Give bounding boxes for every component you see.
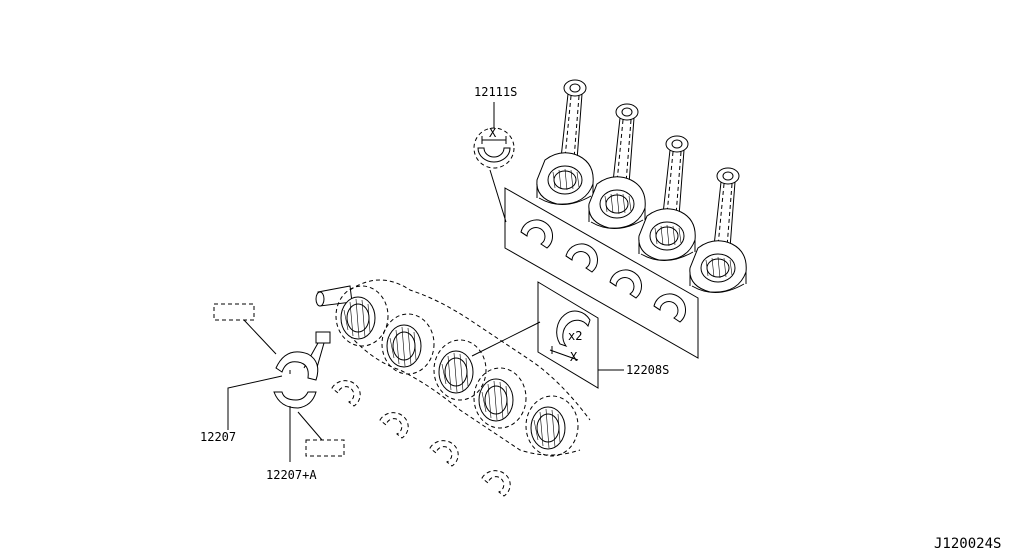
crank-journal-3 <box>433 339 487 401</box>
crank-journal-4 <box>473 367 527 429</box>
label-12207a: 12207+A <box>266 468 317 482</box>
rod-bearing-panel <box>504 187 699 359</box>
label-12207: 12207 <box>200 430 236 444</box>
rod-bearing-shell-4 <box>653 293 687 323</box>
x-mark-top: X <box>489 126 497 140</box>
crankshaft <box>315 279 591 457</box>
rod-bearing-shell-3 <box>609 269 643 299</box>
label-12208s: 12208S <box>626 363 669 377</box>
label-box-small <box>315 331 331 344</box>
rod-bearing-shell-1 <box>520 219 554 249</box>
label-box-bottom <box>305 439 345 457</box>
label-box-top <box>213 303 255 321</box>
drawing-id: J120024S <box>934 536 1001 552</box>
connecting-rod-3 <box>638 135 696 262</box>
x-mark-bearing: X <box>570 350 578 364</box>
callout-12111s: X 12111S <box>473 85 517 223</box>
main-bearing-pair: 12207 12207+A <box>200 303 345 482</box>
connecting-rod-4 <box>689 167 747 294</box>
crank-journal-2 <box>381 313 435 375</box>
rod-bearing-shell-2 <box>565 243 599 273</box>
crank-journal-5 <box>525 395 579 457</box>
qty-mark: x2 <box>568 329 582 343</box>
label-12111s: 12111S <box>474 85 517 99</box>
thrust-bearing-panel: x2 X 12208S <box>537 281 669 389</box>
connecting-rod-2 <box>588 103 646 230</box>
connecting-rod-1 <box>536 79 594 206</box>
